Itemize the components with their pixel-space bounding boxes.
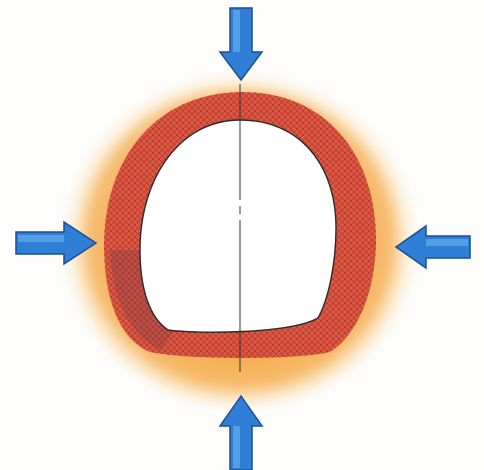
- arrow-up-icon: [220, 396, 262, 470]
- arrow-down-icon: [220, 8, 262, 80]
